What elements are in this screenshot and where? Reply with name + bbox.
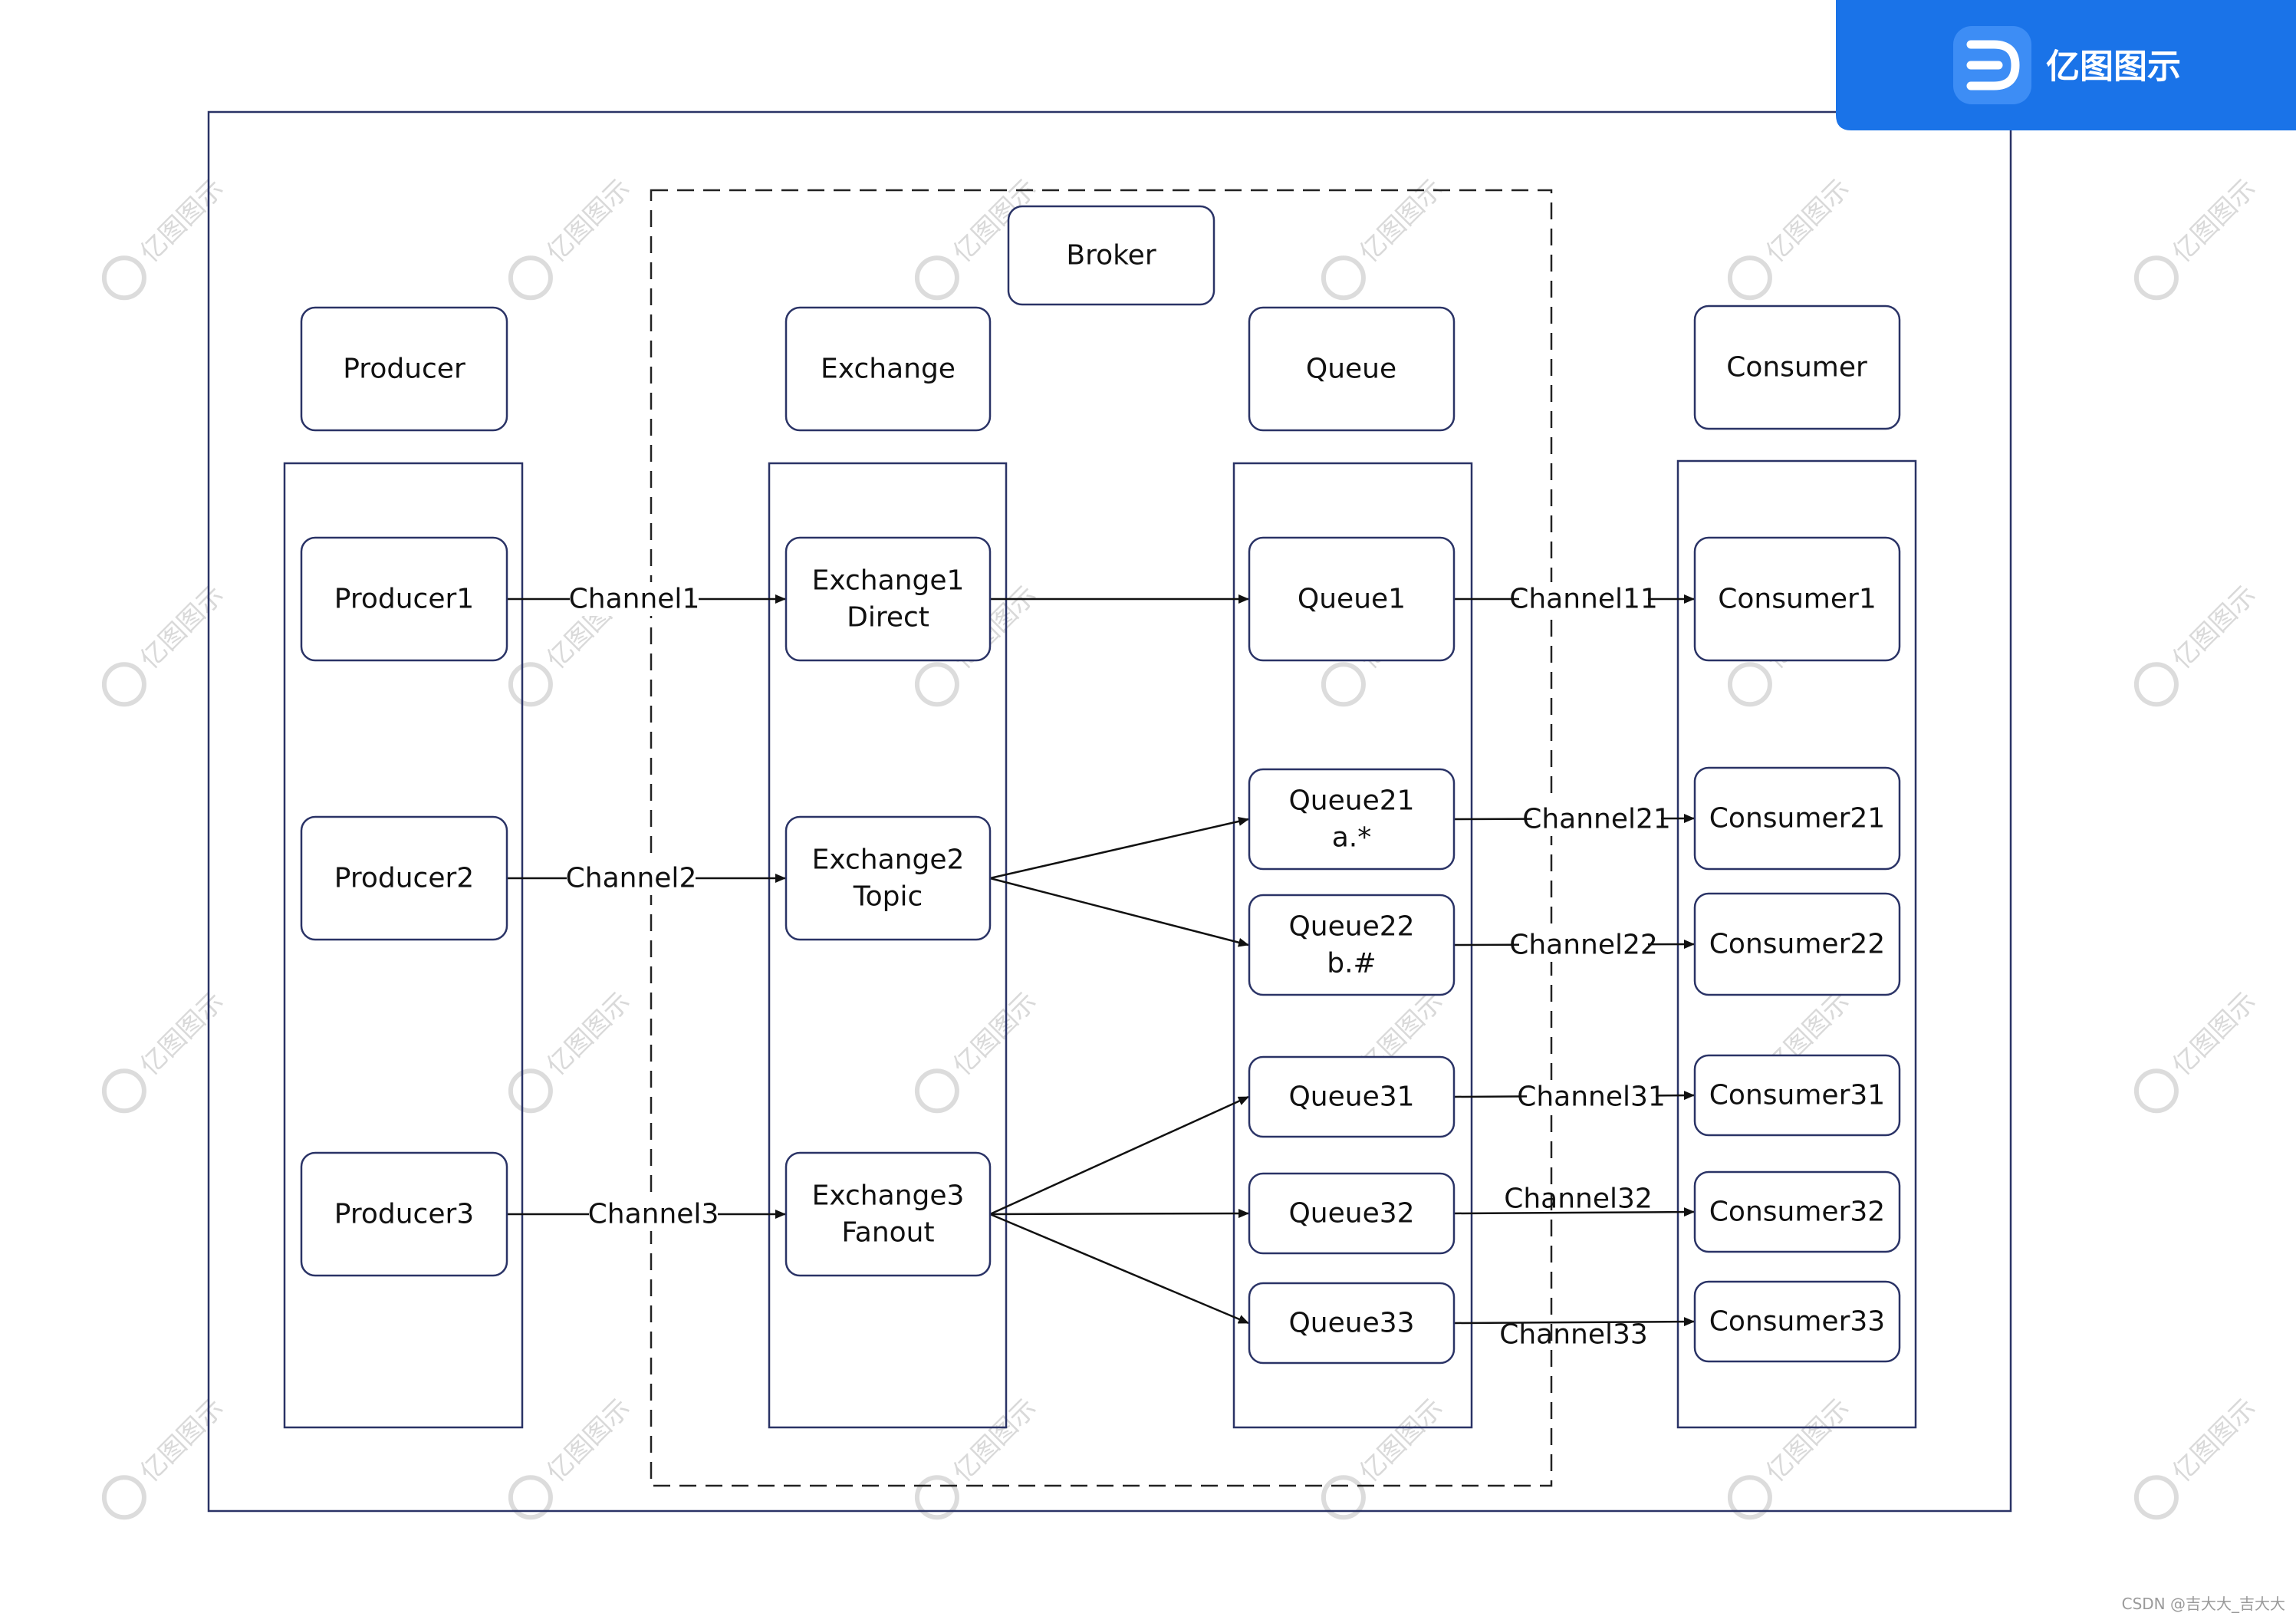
edge-queue1-to-consumer1: Channel11 <box>1454 582 1695 616</box>
edge-label-queue1-to-consumer1: Channel11 <box>1509 584 1658 615</box>
node-producer1-label: Producer1 <box>334 584 474 615</box>
exchange-header-label: Exchange <box>821 354 956 385</box>
node-consumer33[interactable]: Consumer33 <box>1693 1280 1901 1363</box>
edge-label-queue32-to-consumer32: Channel32 <box>1504 1184 1653 1215</box>
node-consumer33-label: Consumer33 <box>1709 1306 1885 1338</box>
edge-label-background <box>567 861 696 895</box>
broker-label-box[interactable]: Broker <box>1007 205 1215 306</box>
node-consumer31-label: Consumer31 <box>1709 1080 1885 1111</box>
broker-group-boundary <box>650 189 1553 1487</box>
node-producer2-label: Producer2 <box>334 863 474 894</box>
node-consumer32[interactable]: Consumer32 <box>1693 1170 1901 1253</box>
edge-queue22-to-consumer22: Channel22 <box>1453 928 1695 962</box>
outer-frame <box>207 110 2012 1513</box>
node-consumer1[interactable]: Consumer1 <box>1693 536 1901 662</box>
edge-queue21-to-consumer21: Channel21 <box>1453 802 1695 836</box>
edraw-logo-icon <box>1953 26 2031 104</box>
edge-exchange3-to-queue32 <box>989 1209 1249 1219</box>
node-queue31[interactable]: Queue31 <box>1248 1055 1456 1138</box>
node-producer1[interactable]: Producer1 <box>300 536 508 662</box>
edge-exchange2-to-queue21 <box>989 817 1249 880</box>
node-queue21-line2: a.* <box>1332 822 1372 854</box>
edge-label-producer2-to-exchange2: Channel2 <box>566 863 697 894</box>
queue-header-label: Queue <box>1306 354 1396 385</box>
edge-queue31-to-consumer31: Channel31 <box>1453 1080 1695 1114</box>
node-exchange2-line2: Topic <box>853 881 923 913</box>
node-consumer31[interactable]: Consumer31 <box>1693 1054 1901 1137</box>
producer-header-box[interactable]: Producer <box>300 306 508 432</box>
node-consumer21[interactable]: Consumer21 <box>1693 766 1901 871</box>
node-producer2[interactable]: Producer2 <box>300 815 508 941</box>
edge-label-background <box>1527 1080 1656 1114</box>
node-exchange1-line1: Exchange1 <box>812 565 965 597</box>
consumer-header-box[interactable]: Consumer <box>1693 305 1901 430</box>
edge-label-background <box>570 582 699 616</box>
node-consumer22[interactable]: Consumer22 <box>1693 892 1901 996</box>
node-exchange3-line2: Fanout <box>841 1217 934 1249</box>
edge-label-background <box>589 1197 718 1231</box>
edge-label-producer3-to-exchange3: Channel3 <box>588 1199 719 1230</box>
edge-queue33-to-consumer33: Channel33 <box>1453 1317 1695 1351</box>
node-queue33-label: Queue33 <box>1288 1308 1414 1339</box>
edge-label-queue31-to-consumer31: Channel31 <box>1517 1081 1666 1113</box>
exchange-header-box[interactable]: Exchange <box>785 306 992 432</box>
node-exchange3-line1: Exchange3 <box>812 1180 965 1212</box>
broker-label: Broker <box>1066 240 1156 272</box>
credit-text: CSDN @吉大大_吉大大 <box>2122 1595 2285 1613</box>
producer-column-container <box>283 462 524 1429</box>
node-queue1-label: Queue1 <box>1298 584 1406 615</box>
edge-exchange3-to-queue33 <box>989 1213 1249 1325</box>
edge-queue32-to-consumer32: Channel32 <box>1453 1184 1695 1217</box>
node-exchange2-line1: Exchange2 <box>812 844 965 876</box>
node-queue1[interactable]: Queue1 <box>1248 536 1456 662</box>
edge-producer3-to-exchange3: Channel3 <box>507 1197 786 1231</box>
node-queue22-line2: b.# <box>1327 948 1376 979</box>
node-queue21-line1: Queue21 <box>1288 785 1414 817</box>
node-consumer22-label: Consumer22 <box>1709 929 1885 960</box>
edge-label-producer1-to-exchange1: Channel1 <box>569 584 700 615</box>
node-queue22[interactable]: Queue22 b.# <box>1248 894 1456 996</box>
node-queue32[interactable]: Queue32 <box>1248 1172 1456 1255</box>
exchange-column-container <box>768 462 1008 1429</box>
edge-label-background <box>1519 928 1648 962</box>
node-producer3-label: Producer3 <box>334 1199 474 1230</box>
edge-label-queue22-to-consumer22: Channel22 <box>1509 930 1658 961</box>
node-exchange1-line2: Direct <box>847 602 929 634</box>
node-queue22-line1: Queue22 <box>1288 911 1414 943</box>
node-queue32-label: Queue32 <box>1288 1198 1414 1230</box>
edge-label-background <box>1519 582 1648 616</box>
edge-label-queue21-to-consumer21: Channel21 <box>1522 804 1671 835</box>
queue-header-box[interactable]: Queue <box>1248 306 1456 432</box>
edge-label-queue33-to-consumer33: Channel33 <box>1499 1319 1648 1351</box>
edge-label-background <box>1532 802 1661 836</box>
edge-producer1-to-exchange1: Channel1 <box>507 582 786 616</box>
node-consumer32-label: Consumer32 <box>1709 1197 1885 1228</box>
node-consumer1-label: Consumer1 <box>1718 584 1876 615</box>
edge-exchange2-to-queue22 <box>989 877 1249 947</box>
producer-header-label: Producer <box>343 354 465 385</box>
node-consumer21-label: Consumer21 <box>1709 803 1885 835</box>
consumer-header-label: Consumer <box>1726 352 1867 384</box>
node-queue31-label: Queue31 <box>1288 1081 1414 1113</box>
node-producer3[interactable]: Producer3 <box>300 1151 508 1277</box>
edge-producer2-to-exchange2: Channel2 <box>507 861 786 895</box>
brand-name: 亿图图示 <box>2046 48 2181 87</box>
edge-exchange3-to-queue31 <box>989 1095 1249 1216</box>
node-queue33[interactable]: Queue33 <box>1248 1282 1456 1365</box>
node-queue21[interactable]: Queue21 a.* <box>1248 768 1456 871</box>
brand-badge[interactable]: 亿图图示 <box>1836 0 2296 130</box>
